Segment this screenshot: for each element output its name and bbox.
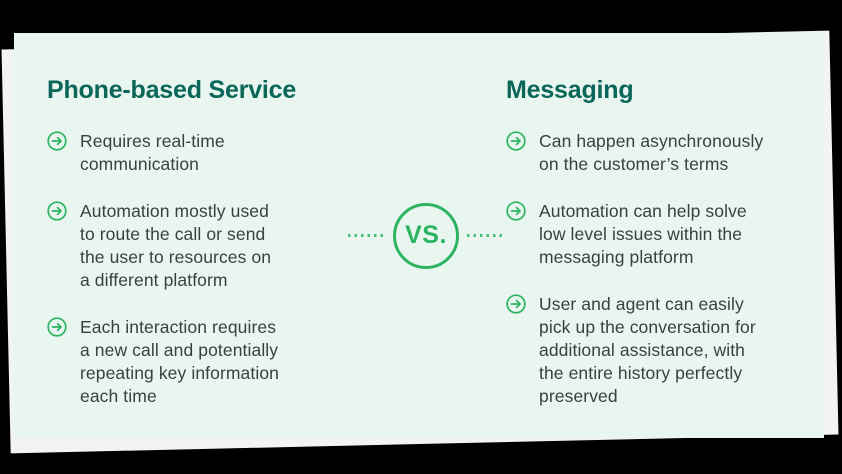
vs-badge: VS. [393,202,459,269]
list-item-text: Automation mostly used to route the call… [80,201,272,290]
vs-label: VS. [405,221,447,249]
phone-column-title: Phone-based Service [47,76,297,104]
phone-service-column: Phone-based Service Requires real-time c… [47,33,346,438]
list-item: Automation mostly used to route the call… [47,200,346,292]
comparison-panel: Phone-based Service Requires real-time c… [14,33,824,438]
list-item: Automation can help solve low level issu… [506,200,791,269]
arrow-right-circle-icon [506,201,526,221]
messaging-column-title: Messaging [506,76,634,104]
list-item: Each interaction requires a new call and… [47,316,346,408]
dotted-line-right [467,234,504,237]
arrow-right-circle-icon [47,131,67,151]
list-item: User and agent can easily pick up the co… [506,293,791,408]
list-item: Can happen asynchronously on the custome… [506,130,791,176]
dotted-line-left [348,234,385,237]
arrow-right-circle-icon [506,131,526,151]
list-item-text: Automation can help solve low level issu… [539,201,747,267]
arrow-right-circle-icon [47,317,67,337]
messaging-column: Messaging Can happen asynchronously on t… [506,33,791,438]
arrow-right-circle-icon [47,201,67,221]
vs-divider: VS. [346,202,506,269]
list-item-text: Each interaction requires a new call and… [80,317,279,406]
list-item-text: User and agent can easily pick up the co… [539,294,756,406]
list-item-text: Can happen asynchronously on the custome… [539,131,764,174]
list-item-text: Requires real-time communication [80,131,225,174]
arrow-right-circle-icon [506,294,526,314]
list-item: Requires real-time communication [47,130,346,176]
